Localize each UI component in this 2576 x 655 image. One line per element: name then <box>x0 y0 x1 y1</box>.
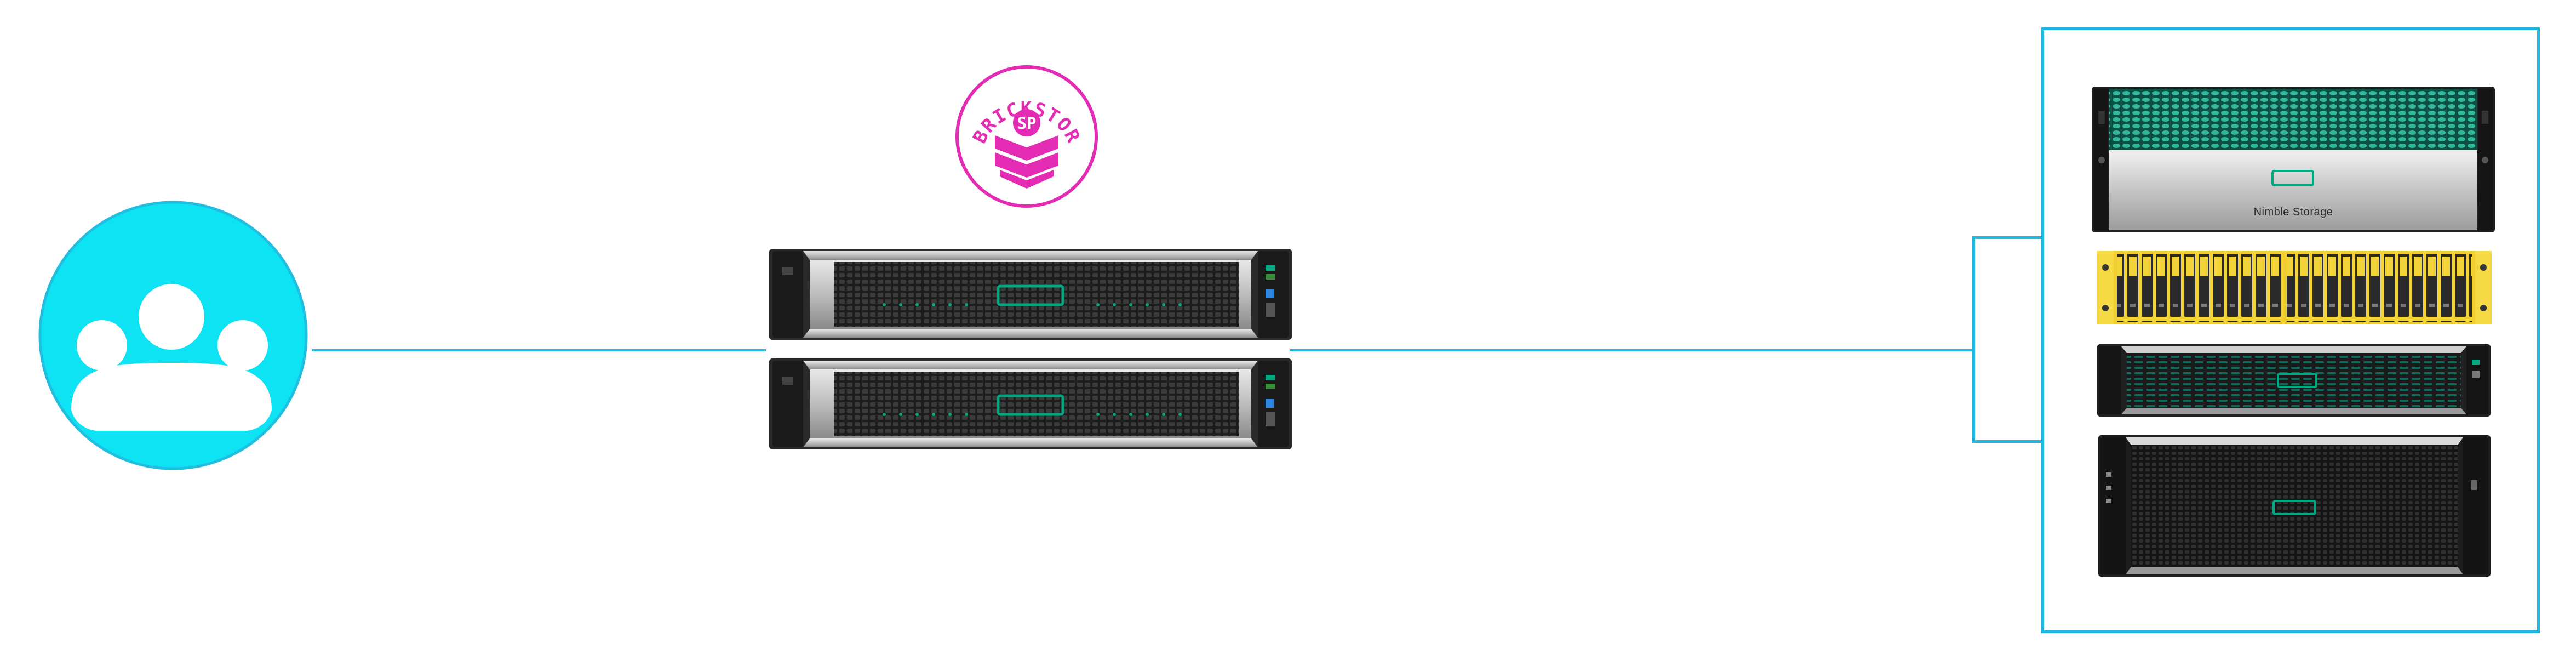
users-group-icon <box>38 201 308 470</box>
storage-bracket-top <box>1972 236 2041 239</box>
disk-shelf-yellow <box>2097 251 2492 324</box>
nimble-storage-label: Nimble Storage <box>2253 206 2333 218</box>
nimble-storage-array <box>2092 87 2495 232</box>
server-unit-1 <box>769 249 1292 340</box>
storage-array-4u <box>2098 435 2491 577</box>
logo-badge-text: SP <box>1017 114 1037 133</box>
server-unit-2 <box>769 358 1292 449</box>
storage-systems-frame <box>2041 27 2540 633</box>
brickstor-sp-logo: BRICKSTOR SP <box>955 65 1098 208</box>
server-to-storage-connector <box>1290 349 1975 351</box>
storage-bracket-vertical <box>1972 236 1975 443</box>
storage-bracket-bottom <box>1972 440 2041 443</box>
users-to-server-connector <box>312 349 766 351</box>
storage-array-2u <box>2097 344 2491 417</box>
